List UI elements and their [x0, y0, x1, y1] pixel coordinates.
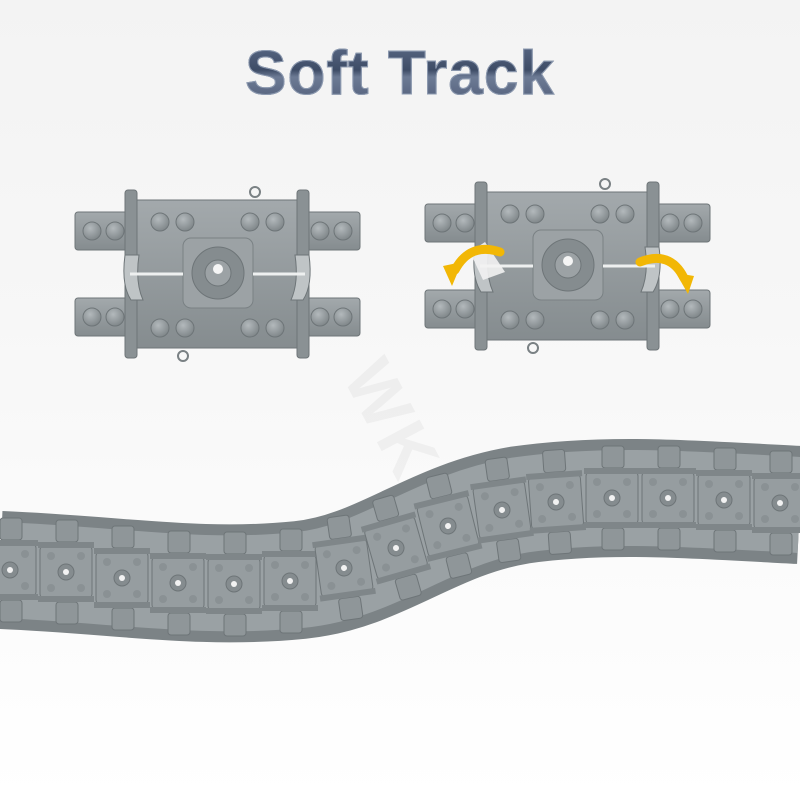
track-piece-flexed [425, 179, 710, 353]
flexible-track-curve [0, 438, 800, 643]
track-piece-straight [75, 187, 360, 361]
page-title: Soft Track [0, 38, 800, 109]
rotate-right-arrow-icon [635, 254, 694, 294]
rotate-left-arrow-icon [443, 244, 505, 286]
